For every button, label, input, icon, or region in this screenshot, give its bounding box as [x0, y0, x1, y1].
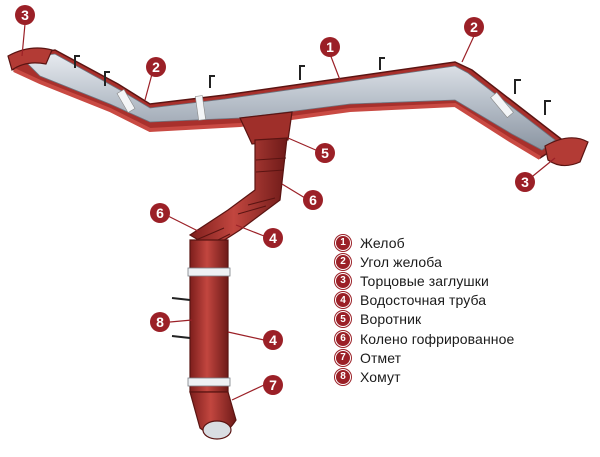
- legend-label: Водосточная труба: [360, 292, 487, 309]
- callout-end-cap-left: 3: [15, 5, 35, 25]
- legend-number-badge: 2: [335, 253, 351, 270]
- leader-lines: [21, 23, 556, 401]
- callout-end-cap-right: 3: [515, 172, 535, 192]
- svg-text:7: 7: [269, 377, 277, 393]
- callout-elbow-upper: 6: [303, 190, 323, 210]
- callout-downpipe-lower: 4: [263, 330, 283, 350]
- gutter-brackets: [74, 55, 551, 115]
- callout-gutter: 1: [320, 37, 340, 57]
- svg-text:1: 1: [326, 39, 334, 55]
- legend-number-badge: 8: [335, 368, 351, 385]
- legend-number-badge: 7: [335, 349, 351, 366]
- gutter: [11, 49, 567, 160]
- legend-number-badge: 4: [335, 292, 351, 309]
- legend-label: Угол желоба: [360, 253, 442, 270]
- svg-text:2: 2: [152, 59, 160, 75]
- callouts: 3 2 1 2 3 5 6 6: [15, 5, 535, 395]
- gutter-outlet: [239, 111, 293, 145]
- legend-item: 8 Хомут: [335, 367, 514, 386]
- legend-label: Воротник: [360, 311, 422, 328]
- legend-number-badge: 6: [335, 330, 351, 347]
- legend-number-badge: 1: [335, 234, 351, 251]
- callout-elbow-lower: 6: [150, 203, 170, 223]
- svg-text:2: 2: [470, 19, 478, 35]
- outlet-mouth: [202, 420, 232, 440]
- legend-number-badge: 5: [335, 311, 351, 328]
- downpipe-lower: [189, 239, 229, 393]
- legend-label: Колено гофрированное: [360, 330, 515, 347]
- legend-label: Желоб: [360, 234, 405, 251]
- legend-item: 4 Водосточная труба: [335, 291, 514, 310]
- legend-item: 6 Колено гофрированное: [335, 329, 514, 348]
- end-cap-right: [544, 137, 589, 167]
- callout-downpipe-upper: 4: [263, 228, 283, 248]
- callout-collar: 5: [315, 143, 335, 163]
- svg-text:5: 5: [321, 145, 329, 161]
- svg-text:3: 3: [521, 174, 529, 190]
- legend-number-badge: 3: [335, 272, 351, 289]
- svg-text:6: 6: [156, 205, 164, 221]
- legend-item: 2 Угол желоба: [335, 252, 514, 271]
- callout-outlet: 7: [263, 375, 283, 395]
- legend-item: 3 Торцовые заглушки: [335, 271, 514, 290]
- svg-text:6: 6: [309, 192, 317, 208]
- callout-clamp: 8: [150, 312, 170, 332]
- svg-text:4: 4: [269, 230, 277, 246]
- legend-item: 7 Отмет: [335, 348, 514, 367]
- svg-text:4: 4: [269, 332, 277, 348]
- legend-label: Торцовые заглушки: [360, 272, 489, 289]
- pipe-bands: [187, 267, 231, 387]
- legend-item: 5 Воротник: [335, 310, 514, 329]
- callout-gutter-corner-right: 2: [464, 17, 484, 37]
- gutter-joints: [116, 89, 514, 121]
- svg-text:8: 8: [156, 314, 164, 330]
- callout-gutter-corner-left: 2: [146, 57, 166, 77]
- clamp-rods: [171, 297, 191, 339]
- svg-text:3: 3: [21, 7, 29, 23]
- legend: 1 Желоб 2 Угол желоба 3 Торцовые заглушк…: [335, 233, 514, 387]
- legend-label: Хомут: [360, 368, 401, 385]
- legend-item: 1 Желоб: [335, 233, 514, 252]
- legend-label: Отмет: [360, 349, 402, 366]
